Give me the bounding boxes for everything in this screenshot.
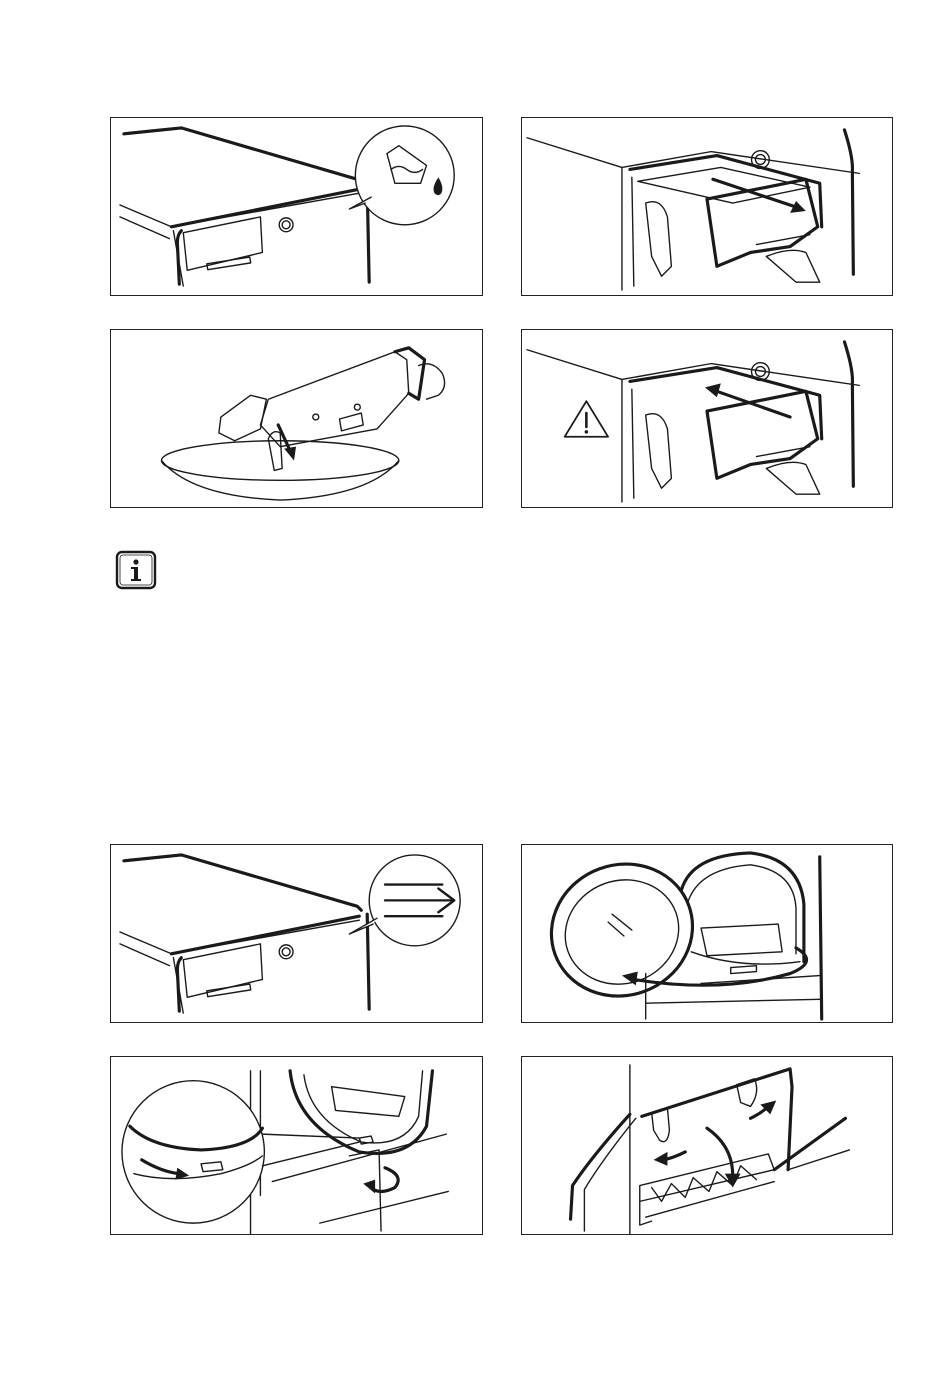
rotate-arrow-icon [654, 1101, 777, 1188]
figure-push-in-container [521, 329, 893, 508]
figure-unlock-cover [110, 1056, 483, 1235]
push-arrow-icon [705, 383, 790, 417]
dryer-top-airflow-illustration [111, 845, 482, 1022]
figure-pull-out-container [521, 117, 893, 296]
rotate-arrow-icon [622, 948, 807, 986]
figure-empty-water-container [110, 117, 483, 296]
pour-water-illustration [111, 330, 482, 507]
dryer-top-illustration [111, 118, 482, 295]
open-door-illustration [522, 845, 892, 1022]
info-icon [115, 550, 157, 590]
figure-open-heat-exchanger-cover [521, 1056, 893, 1235]
figure-open-door [521, 844, 893, 1023]
push-container-illustration [522, 330, 892, 507]
unlock-cover-illustration [111, 1057, 482, 1234]
warning-icon [565, 401, 609, 437]
pull-container-illustration [522, 118, 892, 295]
figure-clean-heat-exchanger [110, 844, 483, 1023]
heat-exchanger-cover-illustration [522, 1057, 892, 1234]
figure-pour-water [110, 329, 483, 508]
